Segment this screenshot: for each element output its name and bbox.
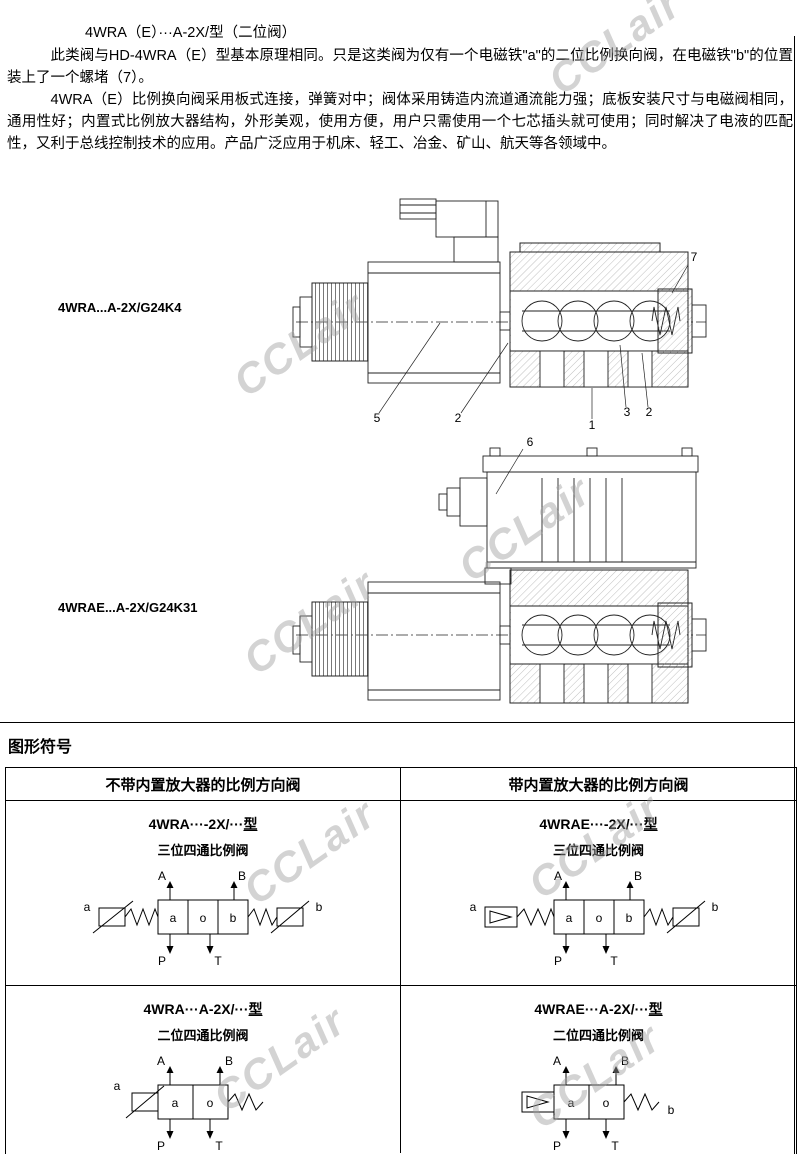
solenoid-a-label: a [469,900,476,914]
column-header-without-amplifier: 不带内置放大器的比例方向阀 [6,768,401,801]
amplifier-housing [486,471,697,569]
position-b-label: b [625,911,632,925]
model-code: 4WRA···-2X/··· [148,816,244,832]
port-T-label: T [214,954,222,967]
leader-line-6 [495,448,524,495]
model-suffix: 型 [248,1001,263,1017]
port-A-label: A [157,1054,165,1068]
column-header-with-amplifier: 带内置放大器的比例方向阀 [401,768,796,801]
port-B-label: B [620,1054,628,1068]
hydraulic-symbol-2pos: a o A B P T a [114,1054,264,1152]
position-b-label: b [230,911,237,925]
screw-plug-2 [657,602,693,668]
armature-ribs-2 [311,601,369,677]
symbol-cell-4wrae-2pos: 4WRAE···A-2X/···型 二位四通比例阀 [401,986,796,1153]
port-T-label: T [215,1139,223,1152]
valve-drawing-lines-2 [292,447,707,704]
callout-6: 6 [527,435,534,449]
callout-5: 5 [374,411,381,425]
model-suffix: 型 [648,1001,663,1017]
port-A-label: A [553,869,561,883]
model-code: 4WRAE···-2X/··· [539,816,644,832]
model-title: 4WRA···-2X/···型 [149,814,258,834]
callout-2b: 2 [646,405,653,419]
figure1-callouts: 7 5 2 1 3 2 [374,250,698,432]
port-T-label: T [610,954,618,967]
symbol-cell-4wrae-3pos: 4WRAE···-2X/···型 三位四通比例阀 [401,801,796,986]
position-o-label: o [602,1096,609,1110]
solenoid-body [367,261,501,384]
model-code: 4WRA···A-2X/··· [143,1001,249,1017]
connector-stem [453,236,499,263]
solenoid-a-label: a [114,1079,121,1093]
callout-3: 3 [624,405,631,419]
port-A-label: A [552,1054,560,1068]
port-B-label: B [225,1054,233,1068]
position-a-label: a [565,911,572,925]
position-a-label: a [567,1096,574,1110]
solenoid-a-label: a [84,900,91,914]
symbol-cell-4wra-2pos: 4WRA···A-2X/···型 二位四通比例阀 [6,986,401,1153]
valve-drawing-lines [292,198,707,419]
intro-heading: 4WRA（E）···A-2X/型（二位阀） [85,25,297,41]
callout-1: 1 [589,418,596,432]
valve-type-label: 三位四通比例阀 [157,843,249,858]
port-cavity [539,350,565,388]
symbol-cell-4wra-3pos: 4WRA···-2X/···型 三位四通比例阀 [6,801,401,986]
port-T-label: T [611,1139,619,1152]
callout-2: 2 [455,411,462,425]
position-o-label: o [595,911,602,925]
model-title: 4WRAE···A-2X/···型 [534,999,662,1019]
port-P-label: P [158,954,166,967]
valve-type-label: 三位四通比例阀 [552,843,644,858]
port-P-label: P [157,1139,165,1152]
callout-7: 7 [691,250,698,264]
model-title: 4WRAE···-2X/···型 [539,814,657,834]
spool-land-2 [521,614,563,656]
screw-plug [657,288,693,354]
position-a-label: a [170,911,177,925]
hydraulic-symbol-3pos-amplifier: a o b A B P T a b [469,869,718,967]
hydraulic-symbol-3pos: a o b A B P T a b [84,869,323,967]
valve-type-label: 二位四通比例阀 [157,1028,249,1043]
port-B-label: B [238,869,246,883]
section-divider [0,722,795,723]
hydraulic-symbol-2pos-amplifier: a o A B P T b [521,1054,674,1152]
spool-land [521,300,563,342]
port-P-label: P [553,954,561,967]
port-cavity-2 [539,663,565,704]
figure1-label: 4WRA...A-2X/G24K4 [58,300,182,315]
solenoid-body-2 [367,581,501,701]
solenoid-b-label: b [711,900,718,914]
figure2-label: 4WRAE...A-2X/G24K31 [58,600,198,615]
intro-text: 4WRA（E）···A-2X/型（二位阀） 此类阀与HD-4WRA（E）型基本原… [7,22,793,155]
solenoid-b-label: b [667,1103,674,1117]
leader-lines [378,264,689,419]
port-A-label: A [158,869,166,883]
intro-paragraph-2: 4WRA（E）比例换向阀采用板式连接，弹簧对中；阀体采用铸造内流道通流能力强；底… [7,92,793,152]
model-code: 4WRAE···A-2X/··· [534,1001,649,1017]
model-suffix: 型 [643,816,658,832]
armature-ribs [311,282,369,362]
hex-nut [399,198,437,220]
plug-connector [459,477,488,527]
position-a-label: a [172,1096,179,1110]
figure2-callouts: 6 [527,435,534,449]
symbols-section-title: 图形符号 [8,739,73,756]
symbols-table: 不带内置放大器的比例方向阀 带内置放大器的比例方向阀 4WRA···-2X/··… [5,767,797,1154]
port-P-label: P [552,1139,560,1152]
amplifier-cover-plate [482,455,699,473]
port-B-label: B [633,869,641,883]
model-title: 4WRA···A-2X/···型 [144,999,263,1019]
page-right-border [794,36,795,1154]
valve-type-label: 二位四通比例阀 [552,1028,644,1043]
solenoid-b-label: b [316,900,323,914]
position-o-label: o [207,1096,214,1110]
figure1-cross-section-drawing: 7 5 2 1 3 2 [292,198,707,432]
intro-paragraph-1: 此类阀与HD-4WRA（E）型基本原理相同。只是这类阀为仅有一个电磁铁"a"的二… [7,48,793,86]
connector-housing [435,200,499,238]
position-o-label: o [200,911,207,925]
figure2-cross-section-drawing: 6 [292,435,707,704]
model-suffix: 型 [243,816,258,832]
